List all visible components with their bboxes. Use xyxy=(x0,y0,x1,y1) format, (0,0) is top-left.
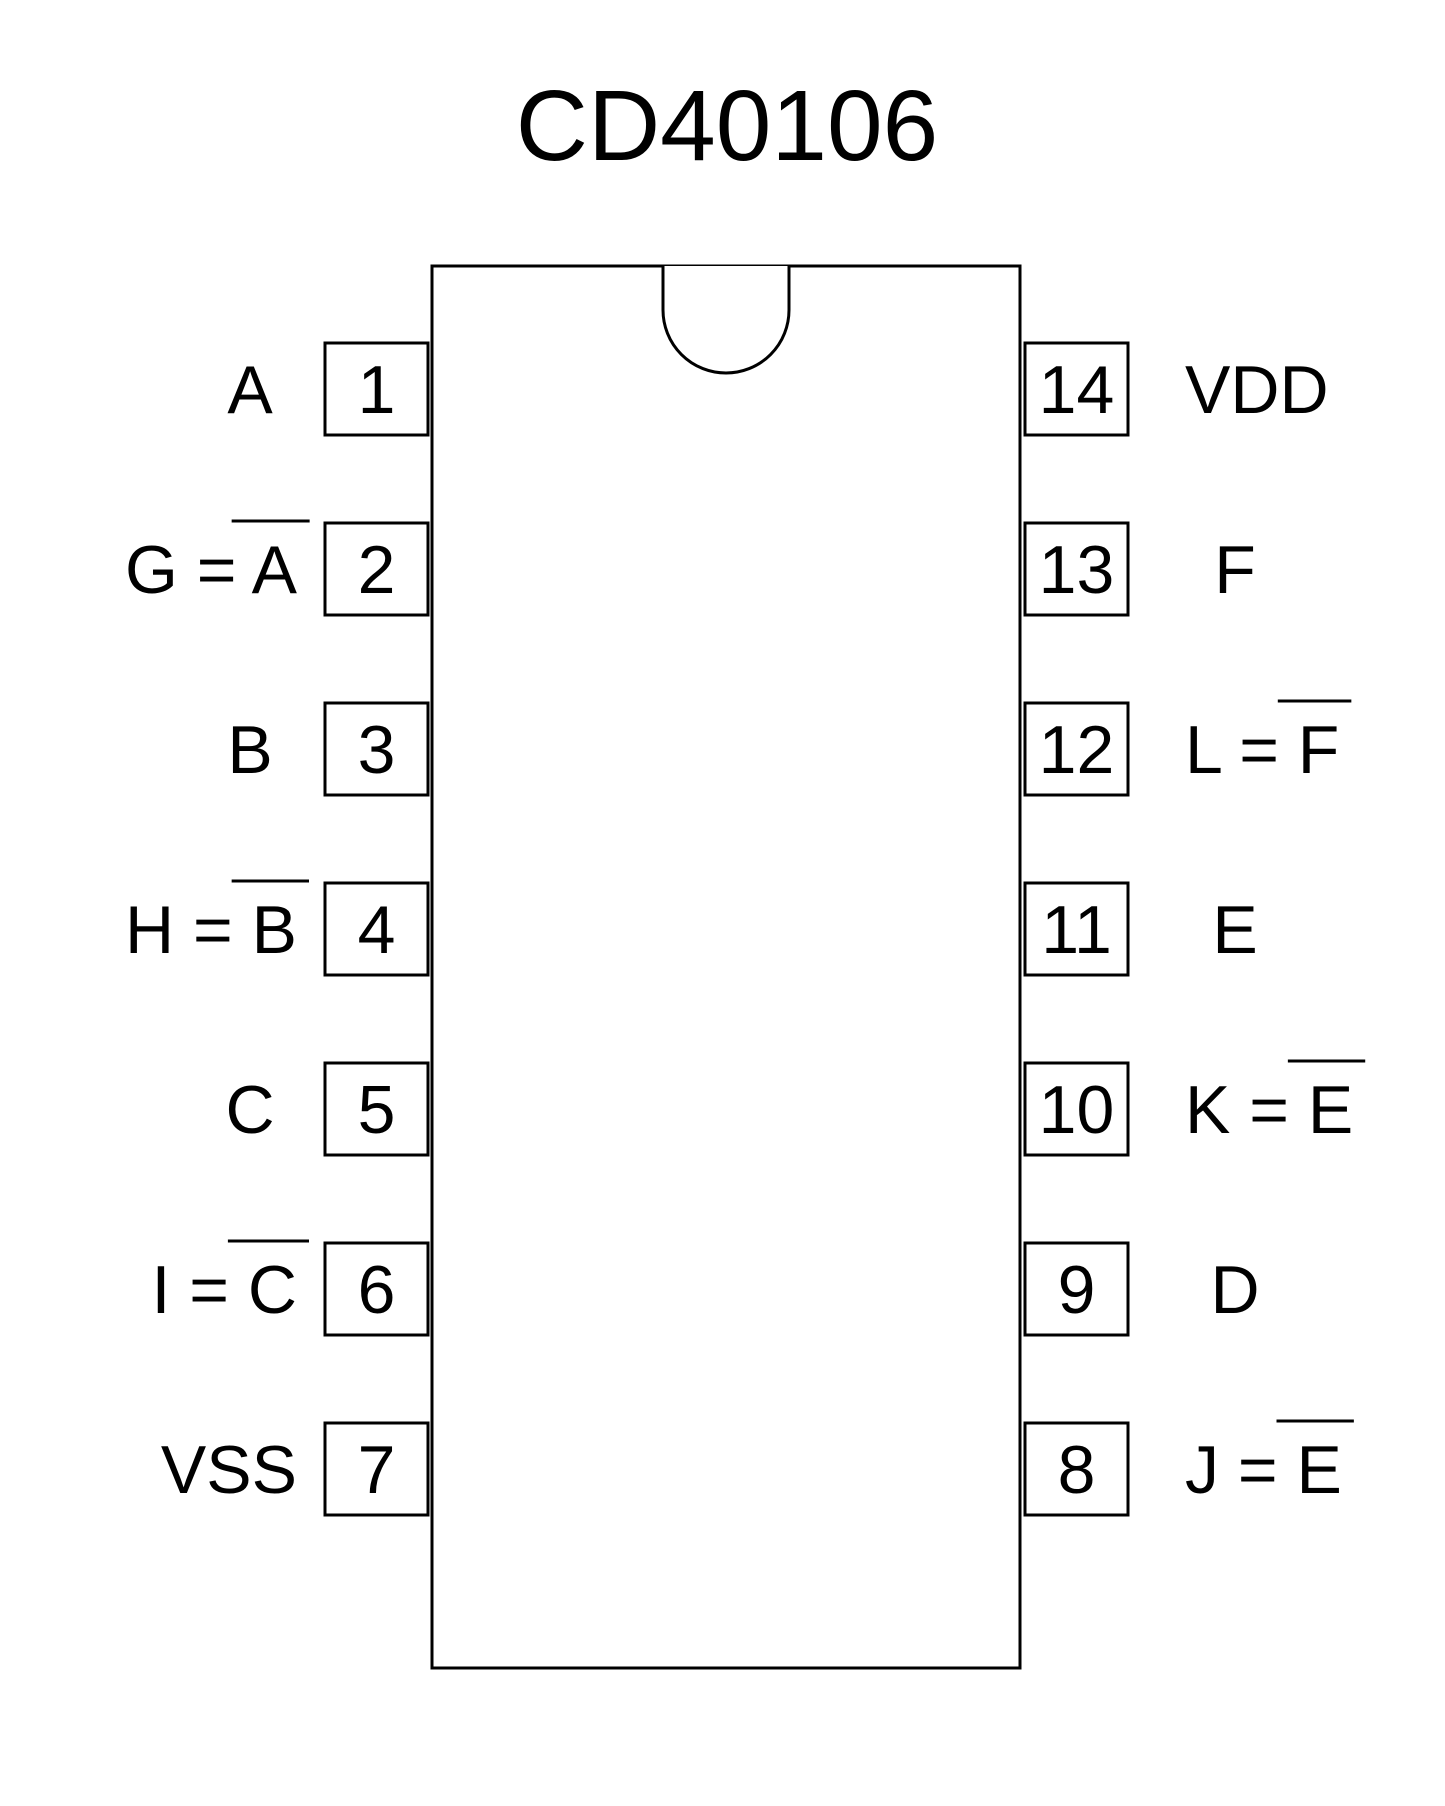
pin-number: 3 xyxy=(358,712,396,788)
pin-label: I = C xyxy=(152,1252,298,1328)
pin-label: H = B xyxy=(125,892,297,968)
pin-label: G = A xyxy=(125,532,298,608)
pin-box xyxy=(1023,881,1130,977)
pin-label: F xyxy=(1214,532,1256,608)
pin-box xyxy=(1023,341,1130,437)
pin-10: 10 K = E xyxy=(1023,1061,1353,1157)
pin-label-text: F xyxy=(1214,532,1256,608)
pin-label-text: A xyxy=(227,352,273,428)
pin-11: 11 E xyxy=(1023,881,1258,977)
pin-number: 6 xyxy=(358,1252,396,1328)
pin-13: 13 F xyxy=(1023,521,1256,617)
pin-label-text: L = xyxy=(1185,712,1298,788)
chip-package xyxy=(430,264,1022,1670)
pin-box xyxy=(323,1061,430,1157)
pin-label-inverted: B xyxy=(252,892,297,968)
pin-14: 14 VDD xyxy=(1023,341,1329,437)
chip-title: CD40106 xyxy=(516,70,939,182)
pin-number: 2 xyxy=(358,532,396,608)
pin-label: E xyxy=(1212,892,1257,968)
pin-box xyxy=(323,341,430,437)
pin-box xyxy=(1023,521,1130,617)
pin-label: B xyxy=(227,712,272,788)
pin-label: A xyxy=(227,352,273,428)
pin-label-text: C xyxy=(225,1072,274,1148)
pin-label-text: B xyxy=(227,712,272,788)
pin-label: C xyxy=(225,1072,274,1148)
pin-label: J = E xyxy=(1185,1432,1342,1508)
pin-label: VDD xyxy=(1185,352,1329,428)
pin-label-inverted: E xyxy=(1308,1072,1353,1148)
pin-number: 13 xyxy=(1039,532,1115,608)
pin-number: 8 xyxy=(1058,1432,1096,1508)
pin-number: 10 xyxy=(1039,1072,1115,1148)
pin-box xyxy=(323,701,430,797)
pin-number: 5 xyxy=(358,1072,396,1148)
pin-label-inverted: E xyxy=(1297,1432,1342,1508)
pin-5: 5C xyxy=(225,1061,430,1157)
pin-label-text: K = xyxy=(1185,1072,1308,1148)
pin-number: 9 xyxy=(1058,1252,1096,1328)
pin-label: K = E xyxy=(1185,1072,1353,1148)
pin-number: 1 xyxy=(358,352,396,428)
pin-label-text: VSS xyxy=(161,1432,297,1508)
pin-box xyxy=(323,1421,430,1517)
pin-label: VSS xyxy=(161,1432,297,1508)
pin-label: D xyxy=(1210,1252,1259,1328)
pin-3: 3B xyxy=(227,701,430,797)
pin-label-text: H = xyxy=(125,892,252,968)
pin-label-text: VDD xyxy=(1185,352,1329,428)
pin-4: 4 H = B xyxy=(125,881,430,977)
pin-label-text: E xyxy=(1212,892,1257,968)
pin-number: 4 xyxy=(358,892,396,968)
pin-box xyxy=(323,1241,430,1337)
pin-label-text: J = xyxy=(1185,1432,1297,1508)
pin-box xyxy=(323,521,430,617)
pin-number: 11 xyxy=(1041,892,1112,968)
pin-1: 1A xyxy=(227,341,430,437)
pin-box xyxy=(1023,1421,1130,1517)
pin-7: 7 VSS xyxy=(161,1421,430,1517)
pin-label-inverted: A xyxy=(252,532,298,608)
pin-label: L = F xyxy=(1185,712,1339,788)
pin-box xyxy=(1023,701,1130,797)
pin-box xyxy=(1023,1061,1130,1157)
pin-8: 8 J = E xyxy=(1023,1421,1342,1517)
pin-number: 7 xyxy=(358,1432,396,1508)
pin-label-text: I = xyxy=(152,1252,248,1328)
pin-label-text: G = xyxy=(125,532,252,608)
pin-2: 2 G = A xyxy=(125,521,430,617)
pin-number: 14 xyxy=(1039,352,1115,428)
pin-box xyxy=(1023,1241,1130,1337)
pin-label-inverted: C xyxy=(248,1252,297,1328)
pin-box xyxy=(323,881,430,977)
pin-label-inverted: F xyxy=(1298,712,1340,788)
pin-6: 6 I = C xyxy=(152,1241,430,1337)
pin-label-text: D xyxy=(1210,1252,1259,1328)
pin-12: 12 L = F xyxy=(1023,701,1339,797)
pin-number: 12 xyxy=(1039,712,1115,788)
pin1-notch xyxy=(661,266,791,375)
chip-body xyxy=(430,264,1022,1670)
